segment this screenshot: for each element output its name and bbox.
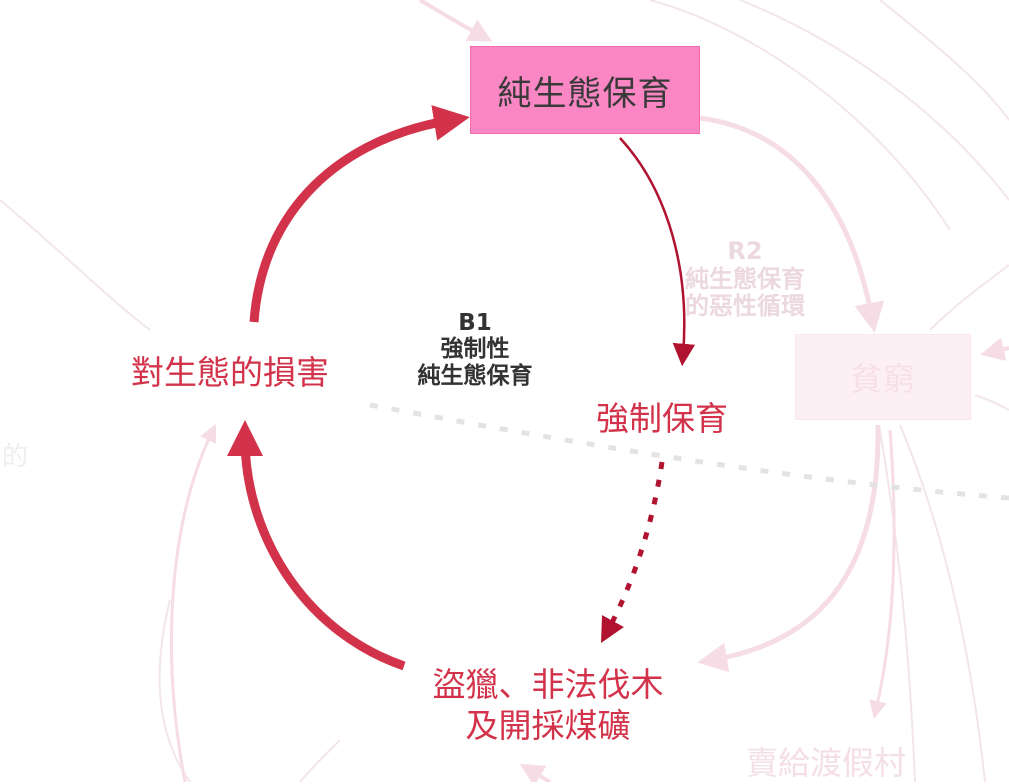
node-poaching-line2: 及開採煤礦	[465, 706, 631, 746]
loop-r2-id: R2	[727, 237, 763, 265]
node-poverty-label: 貧窮	[849, 360, 916, 398]
node-pure-conservation: 純生態保育	[470, 46, 700, 134]
node-poverty: 貧窮	[795, 334, 971, 420]
arrow-right-edge-faded	[980, 337, 1009, 361]
loop-label-b1: B1 強制性 純生態保育	[395, 310, 555, 389]
arrow-bottom-faded	[519, 763, 552, 782]
node-sell-to-resort: 賣給渡假村	[746, 744, 907, 782]
node-forced-conservation: 強制保育	[596, 399, 728, 438]
dotted-link-faded	[369, 402, 1009, 501]
arrow-conservation-to-forced	[619, 137, 696, 367]
loop-b1-line2: 純生態保育	[417, 362, 533, 389]
loop-r2-line1: 純生態保育	[685, 264, 805, 293]
node-poaching-line1: 盜獵、非法伐木	[432, 665, 664, 704]
loop-b1-id: B1	[458, 310, 492, 336]
arrow-damage-to-conservation	[249, 105, 470, 323]
node-pure-conservation-label: 純生態保育	[497, 73, 673, 114]
arrow-poverty-to-poaching	[697, 424, 881, 673]
arrow-poaching-to-damage	[227, 420, 406, 671]
arrow-top-faded	[418, 0, 493, 42]
arrow-conservation-to-poverty	[699, 115, 884, 333]
arrow-to-ecological-damage-faded	[169, 423, 217, 782]
loop-label-r2: R2 純生態保育 的惡性循環	[660, 237, 830, 321]
arrow-to-sell-resort	[869, 429, 896, 719]
node-ecological-damage: 對生態的損害	[131, 353, 329, 392]
left-edge-fragment: 的	[2, 442, 29, 472]
arrow-forced-to-poaching	[600, 461, 665, 643]
loop-r2-line2: 的惡性循環	[685, 292, 805, 321]
loop-b1-line1: 強制性	[440, 336, 510, 363]
node-poaching: 盜獵、非法伐木 及開採煤礦	[408, 664, 688, 747]
